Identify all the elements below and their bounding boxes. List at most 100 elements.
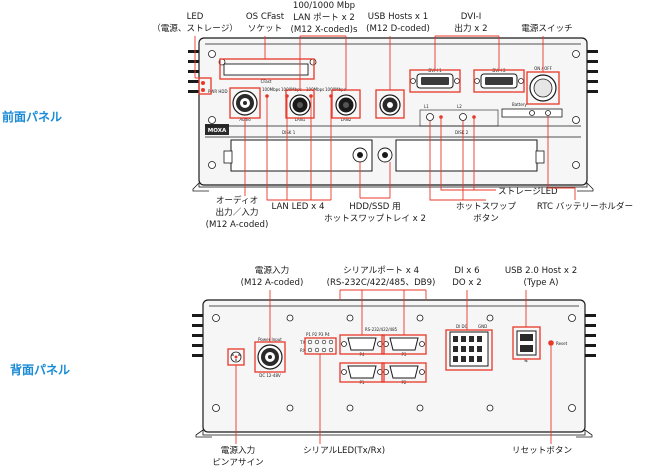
tray-latch[interactable]	[223, 150, 233, 164]
moxa-logo: MOXA	[205, 124, 229, 135]
cfast-slot[interactable]: CFast	[223, 63, 309, 84]
serial-port-p4[interactable]	[341, 337, 383, 351]
svg-text:(M12 X-coded)s: (M12 X-coded)s	[290, 25, 358, 35]
svg-text:LED: LED	[187, 12, 204, 22]
dvi-port-1[interactable]	[410, 73, 460, 89]
highlight-serial-p1	[339, 362, 385, 383]
hdd-tray-1[interactable]	[230, 139, 373, 172]
rtc-battery-holder[interactable]	[501, 108, 563, 118]
lan1-label: LAN1	[295, 117, 306, 122]
tray-latch[interactable]	[535, 150, 545, 164]
svg-text:電源入力: 電源入力	[221, 444, 255, 456]
callout-rtc-battery: RTC バッテリーホルダー	[537, 200, 633, 212]
lan1-speed-label: 100Mbps	[262, 87, 280, 92]
highlight-usb2	[512, 326, 541, 360]
svg-text:ピンアサイン: ピンアサイン	[212, 457, 264, 468]
l1-label: L1	[424, 104, 429, 109]
callout-serial-led: シリアルLED(Tx/Rx)	[303, 446, 385, 456]
callout-lan-led: LAN LED x 4	[272, 202, 325, 212]
serial-port-p3[interactable]	[383, 337, 425, 351]
rear-leader-lines	[235, 289, 552, 444]
usb2-type-a-ports[interactable]	[516, 330, 537, 356]
rear-panel-heading: 背面パネル	[10, 362, 70, 377]
reset-button[interactable]	[548, 340, 554, 346]
svg-text:CFast: CFast	[261, 79, 272, 84]
highlight-dio	[445, 329, 493, 371]
lan1-m12-port[interactable]	[289, 94, 311, 116]
svg-text:(M12 A-coded): (M12 A-coded)	[206, 220, 269, 230]
usb-m12-port[interactable]	[379, 94, 401, 116]
svg-text:ソケット: ソケット	[248, 23, 282, 34]
svg-text:DI x 6: DI x 6	[454, 266, 479, 276]
callout-serial-ports: シリアルポート x 4 (RS-232C/422/485、DB9)	[327, 265, 436, 288]
svg-text:OS CFast: OS CFast	[246, 12, 285, 22]
power-switch[interactable]	[529, 74, 557, 102]
disk1-label: DISK 1	[282, 130, 296, 135]
lan2-m12-port[interactable]	[335, 94, 357, 116]
svg-text:MOXA: MOXA	[208, 128, 227, 134]
lan2-speed-label: 100Mbps	[306, 87, 324, 92]
callout-usb2: USB 2.0 Host x 2 (Type A)	[505, 266, 577, 288]
callout-dio: DI x 6 DO x 2	[452, 266, 481, 288]
callout-usb-hosts: USB Hosts x 1 (M12 D-coded)	[366, 12, 430, 34]
svg-text:USB 2.0 Host x 2: USB 2.0 Host x 2	[505, 266, 577, 276]
serial-port-p1[interactable]	[341, 365, 383, 379]
tx-label: TX	[299, 340, 305, 345]
highlight-serial-led	[304, 337, 337, 355]
callout-power-input: 電源入力 (M12 A-coded)	[241, 264, 304, 288]
dio-terminal-block[interactable]	[449, 331, 489, 367]
audio-m12-connector[interactable]	[232, 90, 258, 116]
svg-text:(RS-232C/422/485、DB9): (RS-232C/422/485、DB9)	[327, 278, 436, 288]
svg-text:出力／入力: 出力／入力	[216, 206, 259, 218]
callout-pin-assign: 電源入力 ピンアサイン	[212, 444, 264, 468]
callout-power-switch: 電源スイッチ	[521, 23, 573, 34]
svg-text:(Type A): (Type A)	[523, 278, 558, 288]
svg-text:USB Hosts x 1: USB Hosts x 1	[368, 12, 428, 22]
led-legend: PWR HDD	[208, 89, 228, 94]
cfast-screw-icon	[309, 58, 317, 66]
gnd-label: GND	[478, 324, 487, 329]
svg-text:ボタン: ボタン	[473, 213, 499, 224]
hotswap-button-1[interactable]	[426, 113, 434, 121]
callout-storage-led: ストレージLED	[498, 187, 558, 197]
power-input-m12[interactable]	[257, 344, 283, 370]
dvi-port-2[interactable]	[474, 73, 524, 89]
battery-label: Battery	[512, 102, 527, 107]
svg-text:100/1000 Mbp: 100/1000 Mbp	[293, 1, 355, 11]
svg-text:HDD/SSD 用: HDD/SSD 用	[349, 201, 400, 212]
serial-led-legend: P1 P2 P3 P4	[306, 332, 330, 337]
power-led	[201, 81, 205, 85]
svg-text:DO x 2: DO x 2	[452, 278, 481, 288]
front-leader-lines	[194, 35, 576, 201]
rx-label: RX	[300, 348, 306, 353]
hdd-tray-2[interactable]	[377, 139, 538, 172]
highlight-led	[198, 77, 212, 95]
hotswap-button-2[interactable]	[459, 113, 467, 121]
callout-cfast: OS CFast ソケット	[246, 12, 285, 34]
svg-text:ホットスワップ: ホットスワップ	[456, 201, 517, 212]
dc-range-label: DC 12-48V	[259, 373, 281, 378]
callout-lan-ports: 100/1000 Mbp LAN ポート x 2 (M12 X-coded)s	[290, 1, 358, 35]
callout-reset: リセットボタン	[512, 445, 572, 456]
svg-text:LAN ポート x 2: LAN ポート x 2	[293, 12, 355, 23]
svg-text:電源入力: 電源入力	[255, 264, 289, 276]
serial-led-grid	[307, 339, 334, 353]
svg-text:ホットスワップトレイ x 2: ホットスワップトレイ x 2	[324, 213, 426, 224]
lan2-label: LAN2	[341, 117, 352, 122]
usb-icon: ⇆	[524, 358, 528, 363]
callout-audio: オーディオ 出力／入力 (M12 A-coded)	[206, 194, 269, 230]
serial-port-p2[interactable]	[383, 365, 425, 379]
callout-hotswap-button: ホットスワップ ボタン	[456, 201, 517, 224]
highlight-serial-p2	[381, 362, 427, 383]
storage-led	[201, 88, 205, 92]
highlight-cfast	[219, 58, 315, 80]
callout-dvi: DVI-I 出力 x 2	[454, 12, 487, 34]
power-pin-assignment	[230, 351, 242, 363]
serial-group-label: RS-232/422/485	[365, 327, 398, 332]
reset-label: Reset	[556, 341, 568, 346]
svg-text:出力 x 2: 出力 x 2	[454, 22, 487, 34]
callout-hdd-tray: HDD/SSD 用 ホットスワップトレイ x 2	[324, 201, 426, 224]
svg-text:(M12 D-coded): (M12 D-coded)	[366, 24, 430, 34]
l2-label: L2	[457, 104, 462, 109]
